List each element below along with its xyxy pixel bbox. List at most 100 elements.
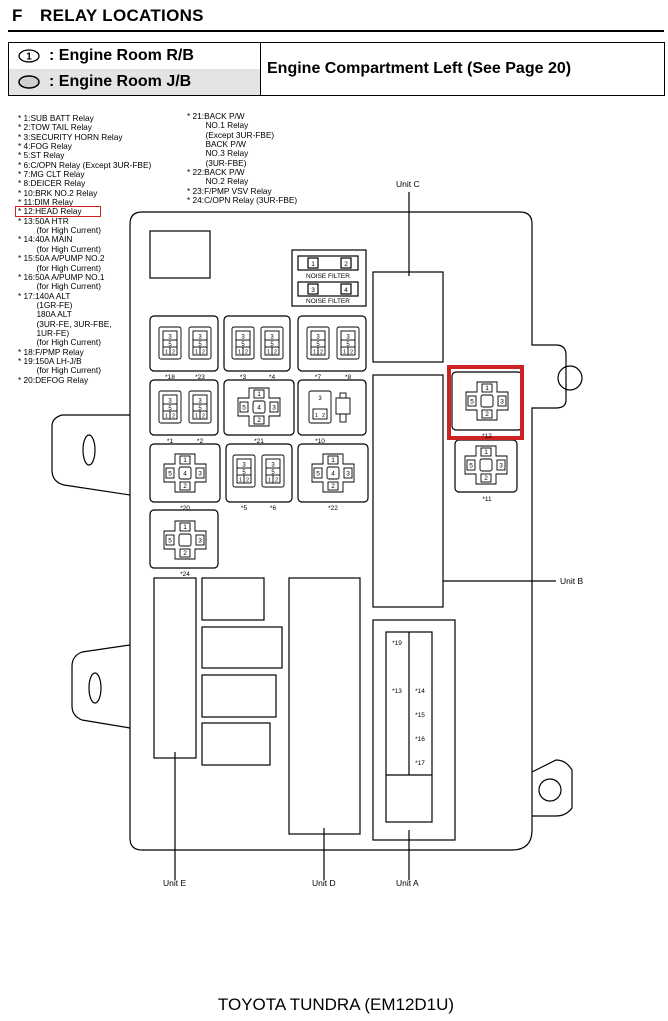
relay-group-10 <box>297 379 367 436</box>
relay-list-item: * 24:C/OPN Relay (3UR-FBE) <box>187 195 298 206</box>
pin-number: 3 <box>198 335 202 341</box>
legend-box: 1 : Engine Room R/B : Engine Room J/B En… <box>8 42 665 96</box>
relay-list-item: (for High Current) <box>18 281 101 292</box>
pin-number: 1 <box>257 391 261 398</box>
pin-number: 1 <box>165 414 168 420</box>
right-lower-tab <box>531 759 573 817</box>
pin-number: 5 <box>270 342 274 348</box>
pin-number: 2 <box>172 414 175 420</box>
pin-number: 3 <box>272 405 276 412</box>
fuse-15-label: *15 <box>415 712 425 719</box>
relay-list-item: * 4:FOG Relay <box>18 141 72 152</box>
fuse-cavity-2 <box>201 626 283 669</box>
pin-number: 5 <box>168 538 172 545</box>
relay-12-frame <box>451 371 523 431</box>
pin-number: 4 <box>183 471 187 478</box>
unit-a-label: Unit A <box>396 878 419 888</box>
noise-pin-4 <box>340 283 352 295</box>
relay-list-item: * 3:SECURITY HORN Relay <box>18 131 123 142</box>
pin-number: 5 <box>469 463 473 470</box>
pin-number: 1 <box>267 350 270 356</box>
pin-number: 2 <box>485 411 489 418</box>
relay-20-frame <box>149 443 221 503</box>
right-lower-hole <box>538 778 562 802</box>
relay-10-label: *10 <box>315 438 325 445</box>
noise-pin-3-label: 3 <box>311 287 315 294</box>
pin-number: 3 <box>168 335 172 341</box>
fuse-cavity-3 <box>201 674 277 718</box>
fuse-19-label: *19 <box>392 640 402 647</box>
relay-list-item: * 16:50A A/PUMP NO.1 <box>18 271 105 282</box>
relay-list-item: * 2:TOW TAIL Relay <box>18 122 92 133</box>
relay-group-18-23 <box>149 315 219 372</box>
relay-12-highlight <box>447 365 524 440</box>
unit-c-label: Unit C <box>396 179 420 189</box>
pin-number: 5 <box>316 342 320 348</box>
relay-list-item: * 17:140A ALT <box>18 290 71 301</box>
relay-21-label: *21 <box>254 438 264 445</box>
relay-8-label: *8 <box>345 374 352 381</box>
pin-number: 5 <box>316 471 320 478</box>
pin-number: 2 <box>202 350 205 356</box>
pin-number: 5 <box>346 342 350 348</box>
pin-number: 2 <box>172 350 175 356</box>
noise-filter-top <box>297 255 359 271</box>
pin-number: 5 <box>241 342 245 348</box>
footer-model: TOYOTA TUNDRA (EM12D1U) <box>0 995 668 1015</box>
fuse-13-label: *13 <box>392 688 402 695</box>
relay-list-item: NO.2 Relay <box>187 176 249 187</box>
pin-number: 2 <box>484 475 488 482</box>
relay-list-item: (1GR-FE) <box>18 299 73 310</box>
relay-list-item: * 13:50A HTR <box>18 215 69 226</box>
relay-list-item: * 10:BRK NO.2 Relay <box>18 187 98 198</box>
fuse-14-label: *14 <box>415 688 425 695</box>
pin-number: 2 <box>350 350 353 356</box>
unit-b-block <box>372 374 444 608</box>
relay-list-item: * 18:F/PMP Relay <box>18 346 84 357</box>
pin-number: 5 <box>271 470 275 476</box>
pin-number: 3 <box>500 399 504 406</box>
pin-number: 5 <box>242 405 246 412</box>
relay-list-item: NO.1 Relay <box>187 120 249 131</box>
legend-rb-label: : Engine Room R/B <box>49 47 194 64</box>
relay-group-1-2 <box>149 379 219 436</box>
relay-5-label: *5 <box>241 505 248 512</box>
relay-list-item: * 6:C/OPN Relay (Except 3UR-FBE) <box>18 159 152 170</box>
pin-number: 2 <box>275 478 278 484</box>
pin-number: 2 <box>257 417 261 424</box>
left-lower-tab <box>71 644 131 729</box>
noise-pin-1 <box>307 257 319 269</box>
relay-list-item: * 5:ST Relay <box>18 150 65 161</box>
pin-number: 3 <box>242 463 246 469</box>
pin-number: 1 <box>485 385 489 392</box>
noise-pin-2-label: 2 <box>344 261 348 268</box>
relay-box-outline <box>129 211 567 851</box>
unit-e-block <box>153 577 197 759</box>
relay-20-label: *20 <box>180 505 190 512</box>
legend-location: Engine Compartment Left (See Page 20) <box>267 60 572 77</box>
relay-list-item: (for High Current) <box>18 225 101 236</box>
pin-number: 1 <box>183 457 187 464</box>
pin-number: 5 <box>198 406 202 412</box>
pin-number: 3 <box>198 399 202 405</box>
fuse-cavity-4 <box>201 722 271 766</box>
relay-list-item: * 12:HEAD Relay <box>18 206 82 217</box>
relay-22-label: *22 <box>328 505 338 512</box>
pin-number: 3 <box>168 399 172 405</box>
footer-text: TOYOTA TUNDRA (EM12D1U) <box>217 995 455 1014</box>
relay-list-item: (for High Current) <box>18 262 101 273</box>
relay-list-item: * 15:50A A/PUMP NO.2 <box>18 253 105 264</box>
relay-list-item: * 7:MG CLT Relay <box>18 169 85 180</box>
pin-number: 5 <box>168 471 172 478</box>
pin-number: 1 <box>195 414 198 420</box>
pin-number: 3 <box>499 463 503 470</box>
relay-list-item: (Except 3UR-FBE) <box>187 129 275 140</box>
unit-b-label: Unit B <box>560 576 583 586</box>
header-rule <box>8 30 664 32</box>
relay-list-item: BACK P/W <box>187 139 247 150</box>
